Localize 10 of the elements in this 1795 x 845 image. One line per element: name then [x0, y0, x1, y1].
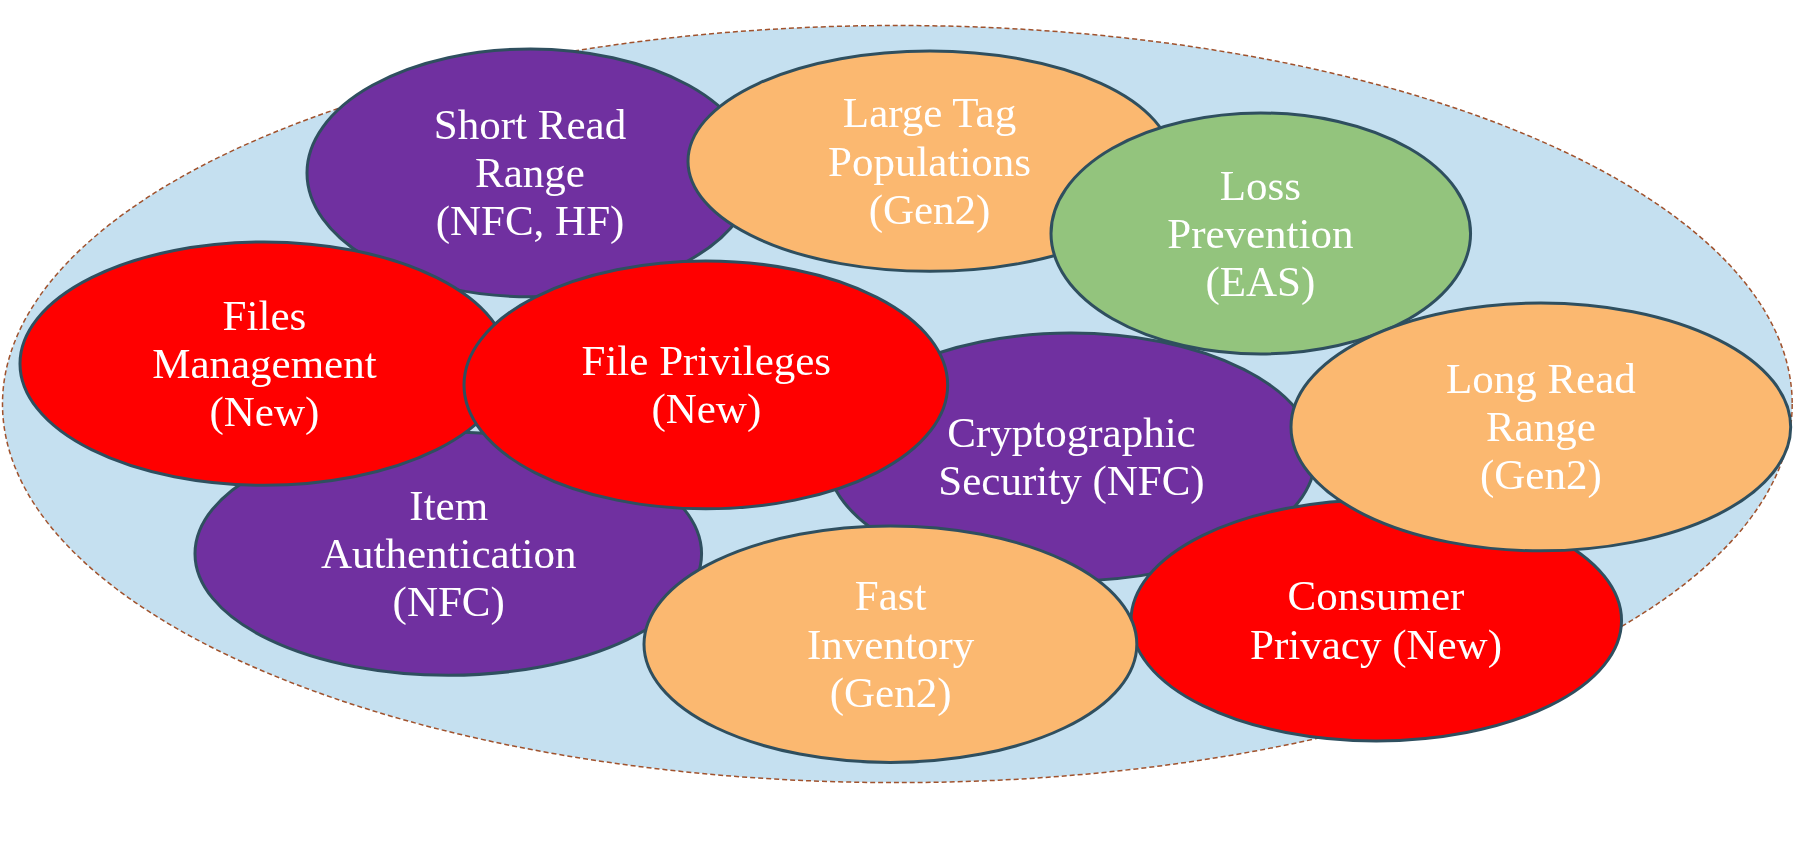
ellipse-label: Cryptographic Security (NFC) [937, 408, 1206, 505]
ellipse-label: Files Management (New) [151, 291, 378, 437]
ellipse-label: Long Read Range (Gen2) [1444, 354, 1637, 500]
ellipse-label: File Privileges (New) [580, 336, 833, 433]
ellipse-label: Consumer Privacy (New) [1249, 572, 1503, 669]
ellipse-label: Large Tag Populations (Gen2) [827, 89, 1033, 234]
ellipse-label: Loss Prevention (EAS) [1166, 161, 1355, 306]
ellipse-label: Short Read Range (NFC, HF) [432, 100, 628, 246]
ellipse-label: Item Authentication (NFC) [319, 481, 578, 627]
ellipse-label: Fast Inventory (Gen2) [806, 572, 976, 717]
